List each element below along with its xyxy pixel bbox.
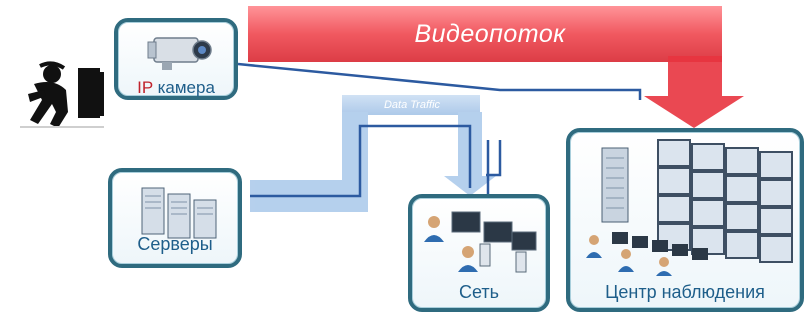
- monitoring-center-node: Центр наблюдения: [566, 128, 804, 312]
- servers-label: Серверы: [137, 234, 213, 254]
- workstations-icon: [422, 208, 542, 283]
- network-label: Сеть: [458, 282, 500, 302]
- video-stream-arrow: [248, 6, 744, 128]
- ip-camera-label: IP камера: [118, 78, 234, 98]
- ip-prefix: IP: [137, 78, 153, 97]
- monitoring-center-label: Центр наблюдения: [605, 282, 765, 302]
- intruder-icon: [14, 60, 110, 134]
- camera-icon: [144, 28, 214, 77]
- data-traffic-label: Data Traffic: [383, 99, 441, 111]
- servers-node: Серверы: [108, 168, 242, 268]
- camera-word: камера: [152, 78, 215, 97]
- ip-camera-node: IP камера: [114, 18, 238, 100]
- network-cables: [237, 62, 642, 198]
- network-node: Сеть: [408, 194, 550, 312]
- video-wall-icon: [578, 136, 800, 281]
- video-stream-label: Видеопоток: [414, 20, 566, 48]
- server-rack-icon: [134, 180, 224, 245]
